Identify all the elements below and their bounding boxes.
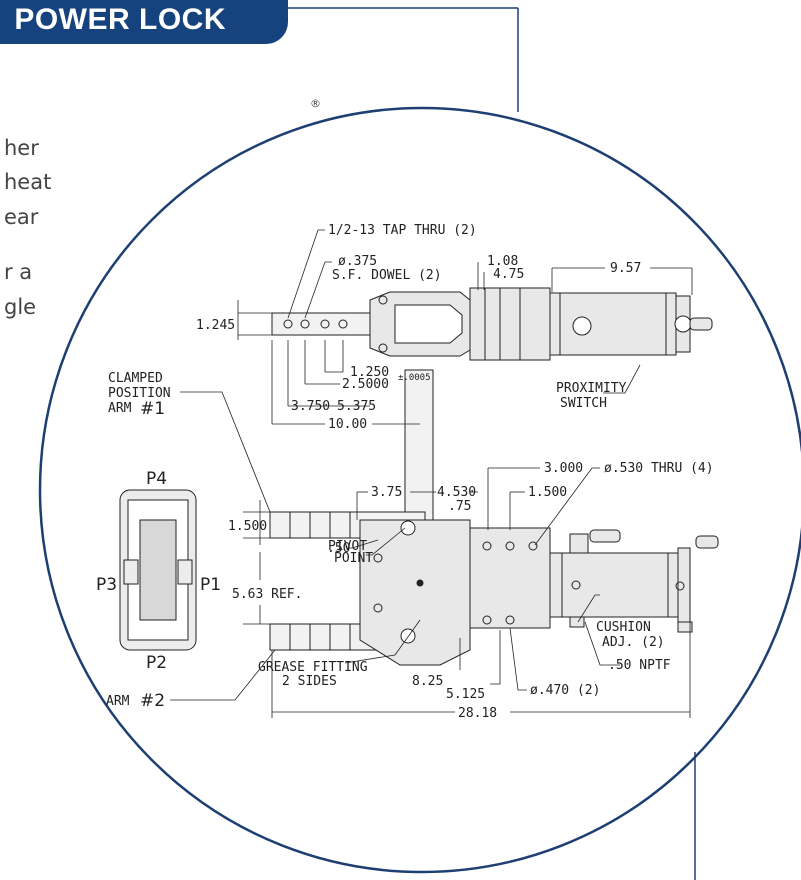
- text-fragment-2: heat: [4, 170, 52, 194]
- front-view: [269, 369, 719, 666]
- dim-50: .50: [327, 541, 350, 556]
- cushion-label-2: ADJ. (2): [602, 635, 665, 650]
- clamped-label-1: CLAMPED: [108, 371, 163, 386]
- dim-4-75: 4.75: [493, 267, 524, 282]
- thru-530-label: ø.530 THRU (4): [604, 461, 714, 476]
- dim-3-000: 3.000: [544, 461, 583, 476]
- arm2-label: ARM: [106, 694, 130, 709]
- tap-thru-label: 1/2-13 TAP THRU (2): [328, 223, 477, 238]
- arm1-number: #1: [140, 399, 165, 419]
- dimension-lines: [170, 229, 693, 718]
- prox-label-2: SWITCH: [560, 396, 607, 411]
- pivot-label-2: POINT: [334, 551, 373, 566]
- port-p3: P3: [96, 575, 117, 595]
- grease-label-2: 2 SIDES: [282, 674, 337, 689]
- port-p1: P1: [200, 575, 221, 595]
- dim-9-57: 9.57: [610, 261, 641, 276]
- clamped-label-3: ARM: [108, 401, 132, 416]
- npt-label: .50 NPTF: [608, 658, 671, 673]
- text-fragment-4: r a: [4, 260, 33, 284]
- dim-1-250: 1.250: [350, 365, 389, 380]
- port-p4: P4: [146, 469, 167, 489]
- side-view: [119, 489, 197, 651]
- prox-label-1: PROXIMITY: [556, 381, 627, 396]
- dim-10-00: 10.00: [328, 417, 367, 432]
- ref-563: 5.63 REF.: [232, 587, 302, 602]
- detail-circle: [38, 106, 801, 874]
- dim-1-500-right: 1.500: [528, 485, 567, 500]
- port-p2: P2: [146, 653, 167, 673]
- pivot-label-1: PIVOT: [328, 539, 367, 554]
- clamped-label-2: POSITION: [108, 386, 171, 401]
- dim-1-08: 1.08: [487, 254, 518, 269]
- dim-5-375: 5.375: [337, 399, 376, 414]
- dim-8-25: 8.25: [412, 674, 443, 689]
- dowel-label: S.F. DOWEL (2): [332, 268, 442, 283]
- dim-2-5000: 2.5000: [342, 377, 389, 392]
- callout-texts: CLAMPED POSITION ARM #1 ARM #2 PROXIMITY…: [106, 371, 665, 711]
- dimension-texts: 1/2-13 TAP THRU (2) ø.375 S.F. DOWEL (2)…: [196, 223, 714, 721]
- page-title: POWER LOCK: [14, 3, 226, 36]
- arm2-number: #2: [140, 691, 165, 711]
- dowel-dia: ø.375: [338, 254, 377, 269]
- tolerance: ±.0005: [398, 373, 431, 383]
- port-labels: P4 P2 P3 P1: [96, 469, 221, 673]
- top-view: [271, 287, 713, 361]
- dim-3-750: 3.750: [291, 399, 330, 414]
- dim-5-125: 5.125: [446, 687, 485, 702]
- grease-label-1: GREASE FITTING: [258, 660, 368, 675]
- dim-1-245: 1.245: [196, 318, 235, 333]
- registered-mark: ®: [310, 97, 321, 110]
- header-banner: [0, 0, 288, 44]
- text-fragment-3: ear: [4, 205, 39, 229]
- dim-1-500-left: 1.500: [228, 519, 267, 534]
- frame-lines: [288, 7, 696, 880]
- text-fragment-5: gle: [4, 295, 37, 319]
- dim-75: .75: [448, 499, 471, 514]
- cushion-label-1: CUSHION: [596, 620, 651, 635]
- dim-28-18: 28.18: [458, 706, 497, 721]
- dim-3-75: 3.75: [371, 485, 402, 500]
- text-fragment-1: her: [4, 136, 39, 160]
- dia-470-label: ø.470 (2): [530, 683, 600, 698]
- dim-4-530: 4.530: [437, 485, 476, 500]
